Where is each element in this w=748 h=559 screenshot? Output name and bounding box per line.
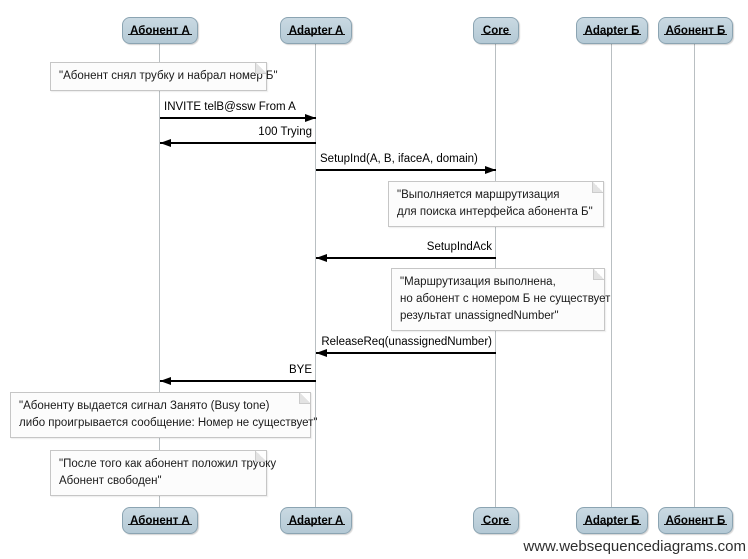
participant-label: Adapter Б: [582, 514, 642, 527]
participant-label: Абонент Б: [663, 24, 727, 37]
message-label-100-trying: 100 Trying: [258, 126, 312, 138]
note-text: "После того как абонент положил трубку: [59, 458, 277, 470]
note-busy-tone: "Абоненту выдается сигнал Занято (Busy t…: [10, 392, 318, 438]
arrowhead-left-icon: [160, 139, 171, 147]
message-line-bye: [160, 380, 316, 382]
note-subscriber-dialed: "Абонент снял трубку и набрал номер Б": [50, 62, 278, 91]
participant-top-adapter-b: Adapter Б: [576, 17, 648, 44]
message-label-setupind: SetupInd(A, B, ifaceA, domain): [320, 153, 478, 165]
participant-label: Абонент Б: [663, 514, 727, 527]
participant-top-core: Core: [473, 17, 519, 44]
note-text: Абонент свободен": [59, 475, 162, 487]
note-text: "Маршрутизация выполнена,: [400, 276, 556, 288]
message-line-setupind: [316, 169, 496, 171]
note-text: результат unassignedNumber": [400, 310, 559, 322]
participant-label: Adapter A: [286, 24, 345, 37]
arrowhead-left-icon: [160, 377, 171, 385]
note-text: но абонент с номером Б не существует: [400, 293, 611, 305]
message-line-releasereq: [316, 352, 496, 354]
message-line-setupindack: [316, 257, 496, 259]
participant-label: Абонент А: [128, 24, 192, 37]
note-routing-done-unassigned: "Маршрутизация выполнена, но абонент с н…: [391, 268, 611, 331]
participant-bottom-adapter-a: Adapter A: [280, 507, 352, 534]
lifeline-adapter-a: [315, 44, 316, 507]
note-text: "Выполняется маршрутизация: [397, 189, 560, 201]
message-label-setupindack: SetupIndAck: [426, 241, 492, 253]
note-subscriber-free: "После того как абонент положил трубку А…: [50, 450, 277, 496]
participant-top-abonent-a: Абонент А: [122, 17, 198, 44]
participant-top-adapter-a: Adapter A: [280, 17, 352, 44]
lifeline-abonent-b: [694, 44, 695, 507]
message-line-invite: [160, 117, 316, 119]
participant-label: Абонент А: [128, 514, 192, 527]
lifeline-abonent-a: [159, 44, 160, 507]
message-label-releasereq: ReleaseReq(unassignedNumber): [321, 336, 492, 348]
message-label-bye: BYE: [288, 364, 312, 376]
arrowhead-right-icon: [305, 114, 316, 122]
note-routing-in-progress: "Выполняется маршрутизация для поиска ин…: [388, 181, 604, 227]
message-line-100-trying: [160, 142, 316, 144]
participant-label: Adapter A: [286, 514, 345, 527]
lifeline-adapter-b: [611, 44, 612, 507]
arrowhead-left-icon: [316, 349, 327, 357]
participant-bottom-adapter-b: Adapter Б: [576, 507, 648, 534]
arrowhead-left-icon: [316, 254, 327, 262]
note-text: "Абонент снял трубку и набрал номер Б": [59, 70, 278, 82]
participant-bottom-core: Core: [473, 507, 519, 534]
participant-bottom-abonent-a: Абонент А: [122, 507, 198, 534]
note-text: либо проигрывается сообщение: Номер не с…: [19, 417, 318, 429]
arrowhead-right-icon: [485, 166, 496, 174]
message-label-invite: INVITE telB@ssw From A: [164, 101, 296, 113]
note-text: "Абоненту выдается сигнал Занято (Busy t…: [19, 400, 270, 412]
participant-bottom-abonent-b: Абонент Б: [658, 507, 733, 534]
participant-label: Core: [480, 24, 512, 37]
participant-top-abonent-b: Абонент Б: [658, 17, 733, 44]
watermark-url: www.websequencediagrams.com: [523, 538, 746, 555]
note-text: для поиска интерфейса абонента Б": [397, 206, 593, 218]
participant-label: Core: [480, 514, 512, 527]
participant-label: Adapter Б: [582, 24, 642, 37]
